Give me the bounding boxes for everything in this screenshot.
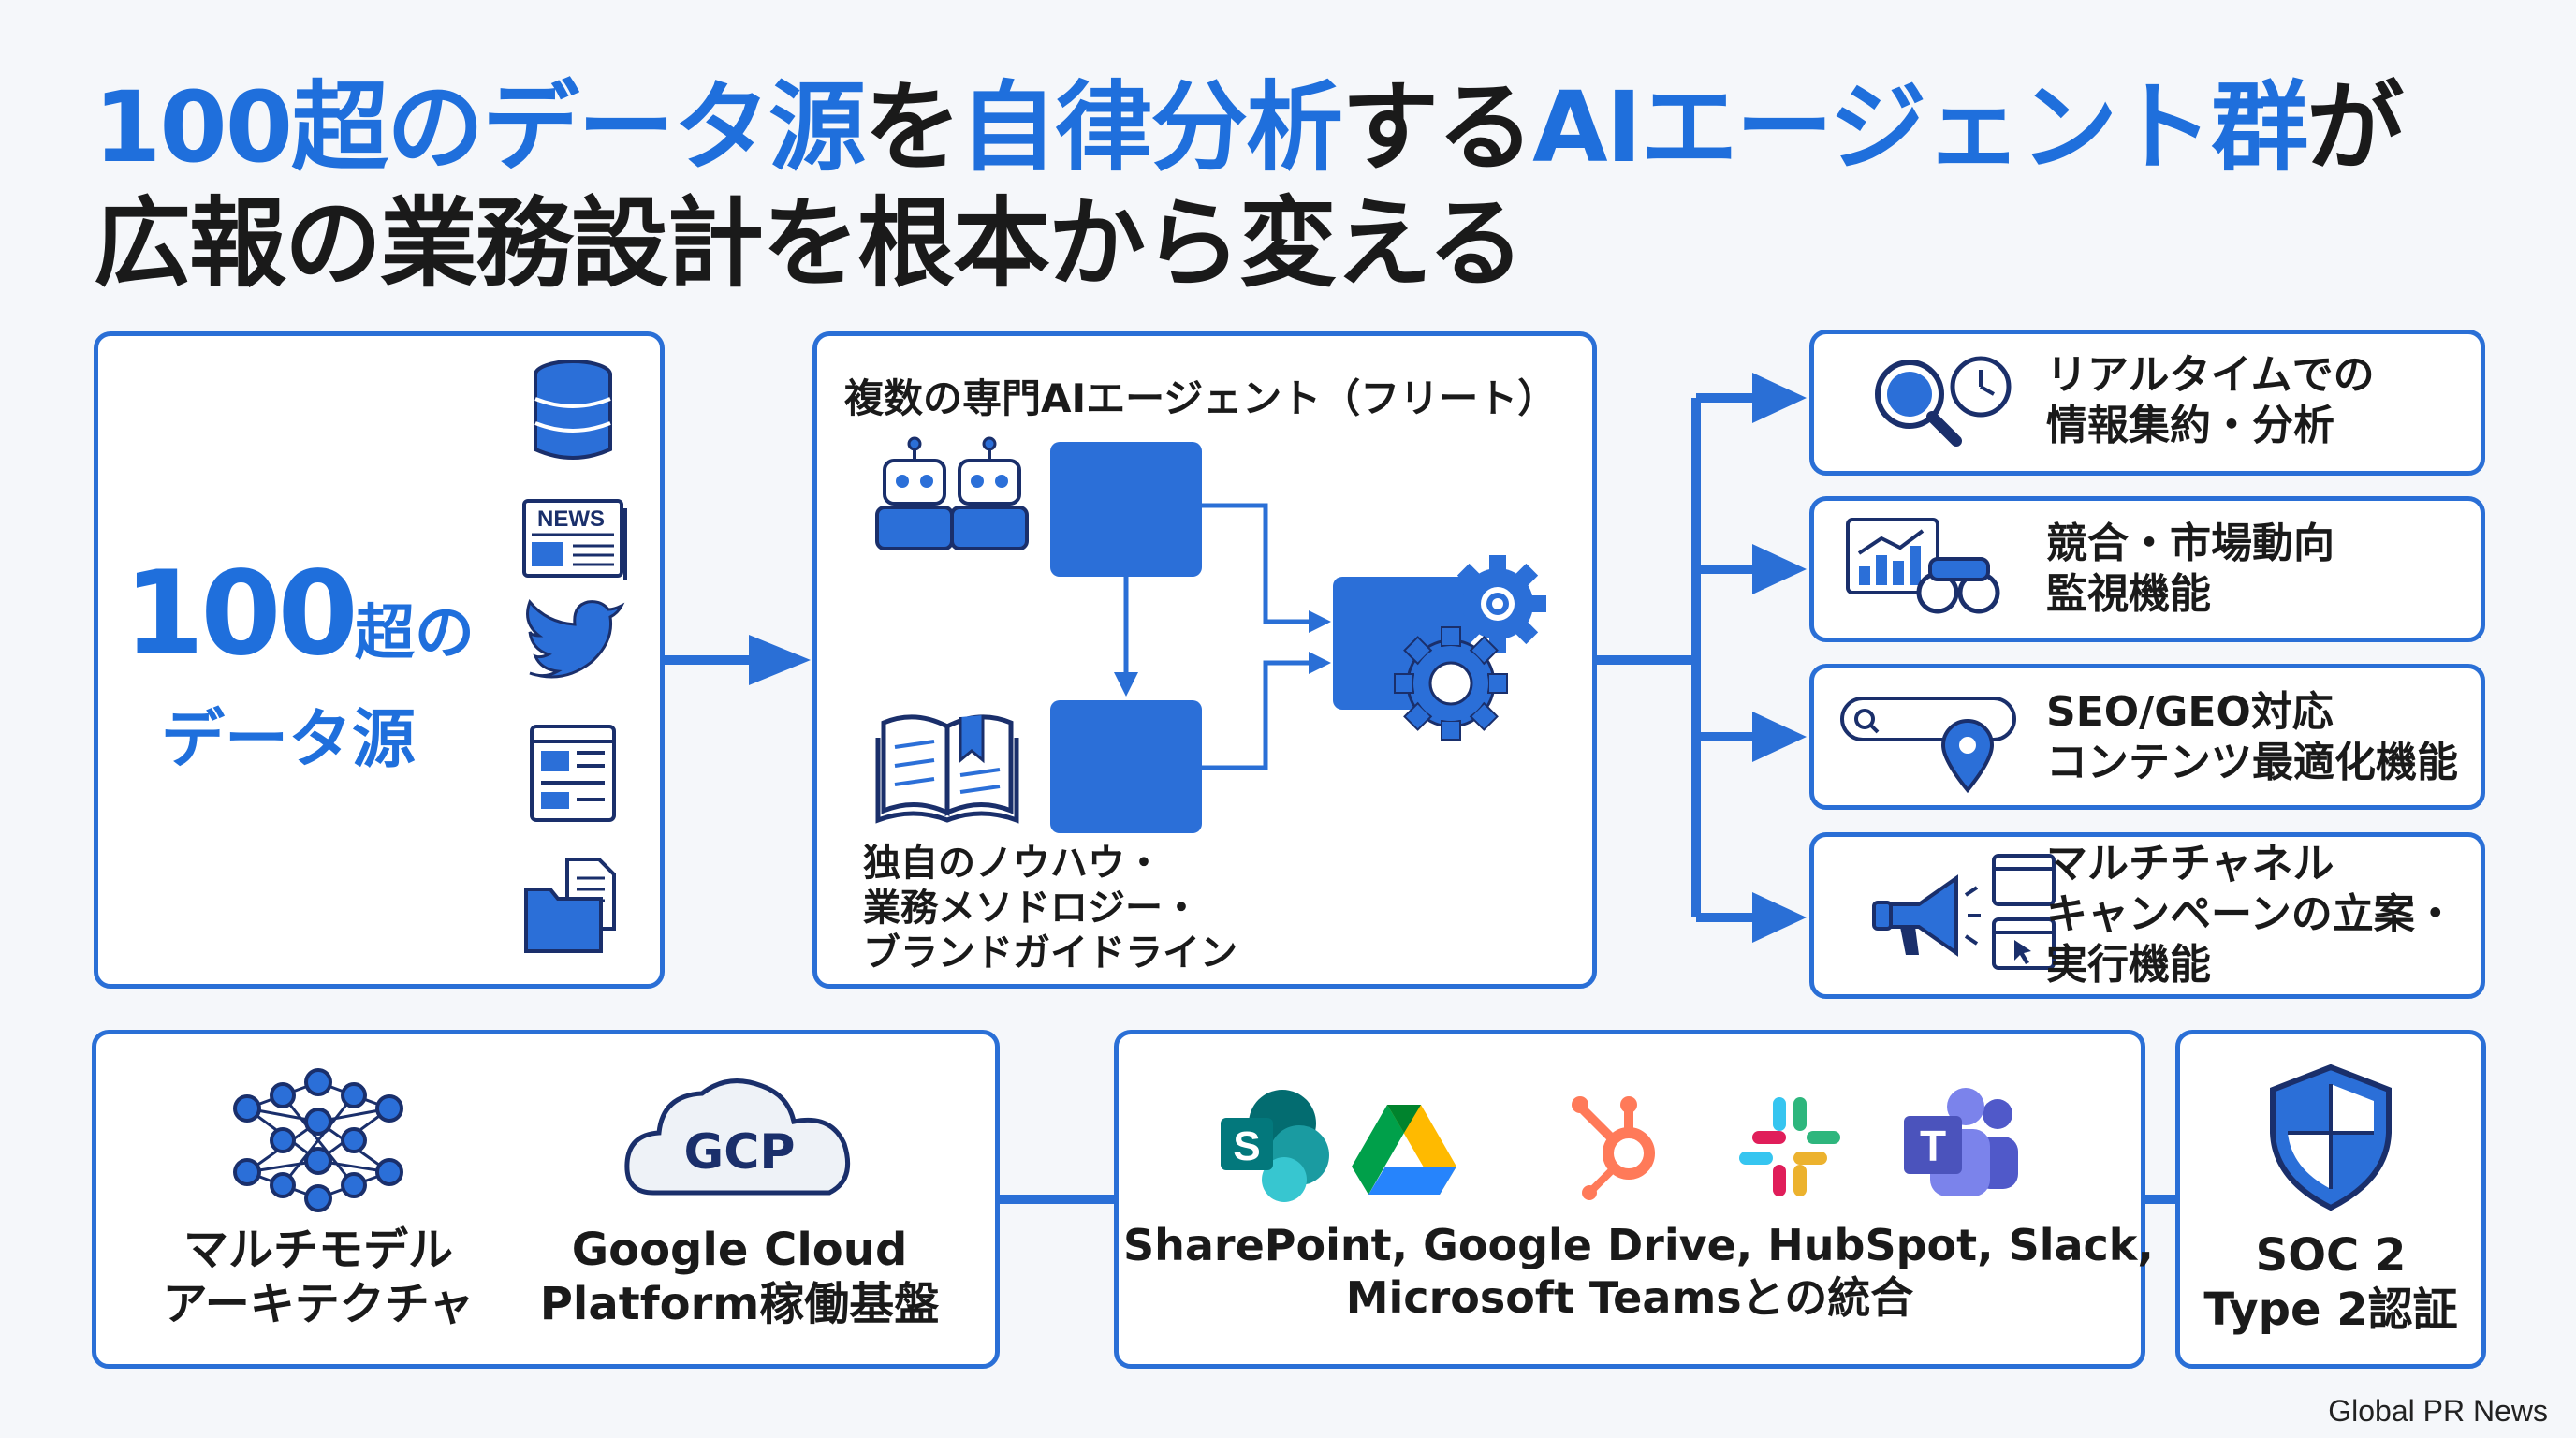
title-part: 自律分析 <box>959 70 1343 184</box>
title-part: を <box>864 70 961 184</box>
newspaper-icon: NEWS <box>522 499 627 580</box>
teams-letter: T <box>1920 1122 1946 1170</box>
gear-icon-small <box>1449 555 1546 653</box>
function-line: リアルタイムでの <box>2046 351 2375 399</box>
security-line: SOC 2 <box>2255 1229 2407 1282</box>
arrow-heads-functions <box>1752 373 1807 943</box>
gcp-text: Google Cloud Platform稼働基盤 <box>534 1223 945 1331</box>
sources-count: 100 <box>124 547 359 682</box>
function-text-competitor: 競合・市場動向 監視機能 <box>2046 519 2334 620</box>
documents-folder-icon <box>524 858 616 953</box>
magnifier-clock-icon <box>1875 356 2012 447</box>
gcp-line: Platform稼働基盤 <box>539 1278 940 1330</box>
news-icon-label: NEWS <box>537 506 605 532</box>
agent-block-1 <box>1050 442 1202 577</box>
function-line: 監視機能 <box>2046 570 2211 618</box>
twitter-bird-icon <box>526 599 625 679</box>
multimodel-text: マルチモデル アーキテクチャ <box>131 1223 505 1331</box>
webpage-icon <box>530 725 616 822</box>
knowhow-line: 業務メソドロジー・ <box>863 887 1200 930</box>
robots-icon <box>875 436 1029 550</box>
title-part: AIエージェント群 <box>1532 70 2308 184</box>
sharepoint-icon: S <box>1221 1090 1329 1202</box>
sources-label: データ源 <box>161 703 417 777</box>
function-line: 情報集約・分析 <box>2046 402 2334 449</box>
function-text-campaign: マルチチャネル キャンペーンの立案・ 実行機能 <box>2046 839 2456 990</box>
platform-box <box>92 1030 1000 1369</box>
megaphone-window-icon <box>1872 854 2056 970</box>
book-icon <box>875 714 1019 824</box>
page-title-line-2: 広報の業務設計を根本から変える <box>94 186 1525 301</box>
gcp-label: GCP <box>684 1124 796 1181</box>
arrow-fleet-to-functions <box>1597 393 1760 922</box>
integrations-line: Microsoft Teamsとの統合 <box>1345 1272 1914 1323</box>
footer-credit: Global PR News <box>2328 1394 2548 1428</box>
function-line: 実行機能 <box>2046 941 2211 989</box>
gcp-cloud-icon: GCP <box>624 1078 851 1196</box>
function-line: SEO/GEO対応 <box>2046 688 2334 736</box>
sharepoint-letter: S <box>1233 1123 1260 1169</box>
function-line: コンテンツ最適化機能 <box>2046 739 2458 786</box>
knowhow-line: 独自のノウハウ・ <box>863 842 1163 885</box>
fleet-title: 複数の専門AIエージェント（フリート） <box>844 375 1558 421</box>
knowhow-line: ブランドガイドライン <box>863 932 1237 975</box>
function-line: キャンペーンの立案・ <box>2046 890 2456 938</box>
fleet-flow <box>1050 442 1546 833</box>
microsoft-teams-icon: T <box>1904 1088 2018 1196</box>
fleet-knowhow: 独自のノウハウ・ 業務メソドロジー・ ブランドガイドライン <box>863 841 1237 976</box>
search-location-icon <box>1840 697 2016 794</box>
gcp-line: Google Cloud <box>571 1224 908 1276</box>
agent-fleet-box <box>812 331 1597 989</box>
multimodel-line: マルチモデル <box>183 1224 453 1276</box>
slack-icon <box>1739 1097 1840 1196</box>
neural-network-icon <box>233 1068 403 1212</box>
function-line: マルチチャネル <box>2046 840 2334 888</box>
hubspot-icon <box>1572 1096 1655 1200</box>
security-line: Type 2認証 <box>2203 1284 2458 1336</box>
page-title-line-1: 100超のデータ源を自律分析するAIエージェント群が <box>94 79 2404 176</box>
agent-block-2 <box>1050 700 1202 833</box>
function-line: 競合・市場動向 <box>2046 520 2334 567</box>
gear-icon-large <box>1394 626 1508 741</box>
multimodel-line: アーキテクチャ <box>162 1278 475 1330</box>
sources-suffix: 超の <box>354 599 475 668</box>
sources-heading: 100超の <box>124 556 475 672</box>
integrations-line: SharePoint, Google Drive, HubSpot, Slack… <box>1123 1220 2154 1270</box>
chart-binoculars-icon <box>1846 518 2000 614</box>
integrations-text: SharePoint, Google Drive, HubSpot, Slack… <box>1123 1219 2154 1324</box>
function-text-realtime: リアルタイムでの 情報集約・分析 <box>2046 350 2375 451</box>
google-drive-icon <box>1352 1105 1456 1195</box>
title-part: する <box>1341 70 1534 184</box>
shield-icon <box>2270 1064 2392 1211</box>
title-part: 100超のデータ源 <box>94 70 866 184</box>
arrow-sources-to-fleet <box>665 635 811 685</box>
title-part: が <box>2306 70 2404 184</box>
database-icon <box>534 360 612 460</box>
function-text-seo: SEO/GEO対応 コンテンツ最適化機能 <box>2046 687 2458 788</box>
security-text: SOC 2 Type 2認証 <box>2185 1228 2477 1337</box>
